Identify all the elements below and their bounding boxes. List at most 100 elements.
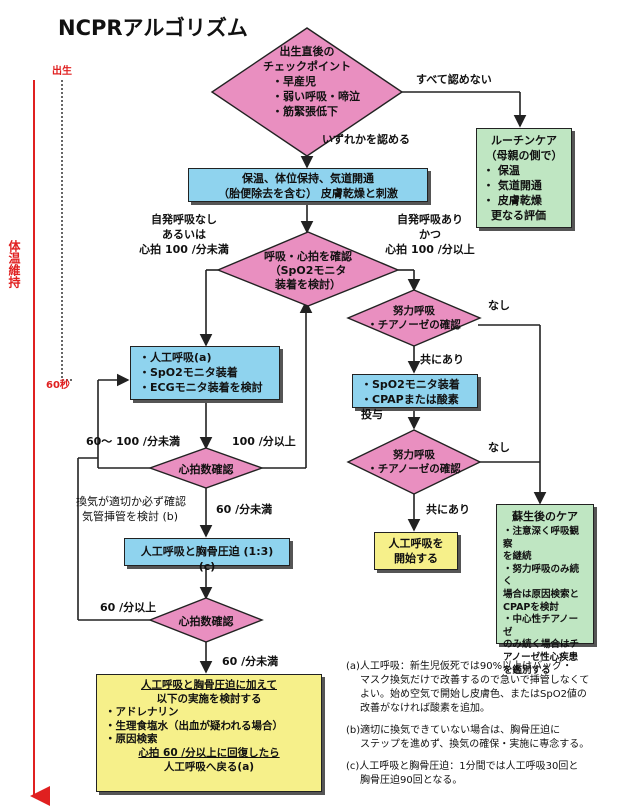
decision-hr-2 xyxy=(148,597,264,643)
ventilation-item3: ・ECGモニタ装着を検討 xyxy=(139,381,263,394)
checkpoint-text: 出生直後の チェックポイント xyxy=(232,44,382,74)
start-ventilation-1: 人工呼吸を xyxy=(388,537,444,550)
advanced-line4: 人工呼吸へ戻る(a) xyxy=(163,760,255,773)
label-100-up: 100 /分以上 xyxy=(232,435,296,448)
note-b-1: (b)適切に換気できていない場合は、胸骨圧迫に xyxy=(346,725,561,736)
note-b-2: ステップを進めず、換気の確保・実施に専念する。 xyxy=(360,739,590,750)
ventilation-item1: ・人工呼吸(a) xyxy=(139,351,212,364)
label-resp-2: かつ xyxy=(419,228,441,241)
ventilation-box: ・人工呼吸(a) ・SpO2モニタ装着 ・ECGモニタ装着を検討 xyxy=(130,346,280,400)
label-none-1: なし xyxy=(488,299,510,312)
initial-steps-line1: 保温、体位保持、気道開通 xyxy=(242,172,374,185)
timeline-temp: 体温維持 xyxy=(7,240,21,288)
start-ventilation-2: 開始する xyxy=(394,552,438,565)
check-resp-hr-2: （SpO2モニタ xyxy=(269,264,347,277)
decision-effort-cyanosis-2 xyxy=(346,429,482,495)
label-resp-3: 心拍 100 /分以上 xyxy=(385,243,475,256)
routine-sub: （母親の側で） xyxy=(485,149,563,162)
label-any: いずれかを認める xyxy=(322,133,410,146)
label-both-2: 共にあり xyxy=(426,503,470,516)
post-item7: のみ続く場合はチ xyxy=(503,639,580,651)
note-a-1: (a)人工呼吸：新生児仮死では90%以上はバッグ・ xyxy=(346,661,573,672)
post-item2: を継続 xyxy=(503,551,532,563)
advanced-item1: ・アドレナリン xyxy=(105,706,179,719)
checkpoint-items: ・早産児 ・弱い呼吸・啼泣 ・筋緊張低下 xyxy=(272,74,360,119)
label-vent-check: 換気が適切か必ず確認 気管挿管を検討 (b) xyxy=(76,494,186,524)
label-60-up: 60 /分以上 xyxy=(100,601,157,614)
effort-cyanosis-2-text: 努力呼吸 ・チアノーゼの確認 xyxy=(360,448,468,476)
check-resp-hr-3: 装着を検討） xyxy=(275,278,341,291)
effort-cyanosis-1-text: 努力呼吸 ・チアノーゼの確認 xyxy=(360,304,468,332)
post-item1: ・注意深く呼吸観察 xyxy=(503,526,580,550)
hr-check-1-text: 心拍数確認 xyxy=(178,463,234,476)
post-item5: CPAPを検討 xyxy=(503,601,559,613)
post-item8: アノーゼ性心疾患 xyxy=(503,651,579,663)
effort-1-line1: 努力呼吸 xyxy=(393,305,435,317)
routine-title: ルーチンケア xyxy=(491,134,557,147)
note-a-3: よい。始め空気で開始し皮膚色、またはSpO2値の xyxy=(360,689,587,700)
post-item9: を鑑別する xyxy=(503,664,551,676)
note-a-2: マスク換気だけで改善するので急いで挿管しなくて xyxy=(360,675,590,686)
post-item4: 場合は原因検索と xyxy=(503,588,580,600)
checkpoint-item1: ・早産児 xyxy=(272,75,316,88)
decision-checkpoint xyxy=(210,27,404,157)
note-a-4: 改善がなければ酸素を追加。 xyxy=(360,703,490,714)
checkpoint-item2: ・弱い呼吸・啼泣 xyxy=(272,90,360,103)
spo2-cpap-box: ・SpO2モニタ装着 ・CPAPまたは酸素投与 xyxy=(352,374,478,421)
note-a: (a)人工呼吸：新生児仮死では90%以上はバッグ・ マスク換気だけで改善するので… xyxy=(346,660,589,716)
post-resus-box: 蘇生後のケア ・注意深く呼吸観察 を継続 ・努力呼吸のみ続く 場合は原因検索と … xyxy=(496,504,594,676)
hr-check-2-text: 心拍数確認 xyxy=(178,615,234,628)
checkpoint-line2: チェックポイント xyxy=(263,60,351,73)
label-resp-1: 自発呼吸あり xyxy=(397,213,463,226)
page-title: NCPRアルゴリズム xyxy=(58,16,248,40)
check-resp-hr-text: 呼吸・心拍を確認 （SpO2モニタ 装着を検討） xyxy=(246,250,370,292)
label-none-all: すべて認めない xyxy=(416,73,492,86)
note-c-2: 胸骨圧迫90回となる。 xyxy=(360,775,463,786)
ventilation-compression-box: 人工呼吸と胸骨圧迫 (1:3) (c) xyxy=(124,538,290,573)
effort-1-line2: ・チアノーゼの確認 xyxy=(367,319,461,331)
advanced-steps-box: 人工呼吸と胸骨圧迫に加えて 以下の実施を検討する ・アドレナリン ・生理食塩水（… xyxy=(96,674,322,792)
effort-2-line1: 努力呼吸 xyxy=(393,449,435,461)
label-both-1: 共にあり xyxy=(420,353,464,366)
note-b: (b)適切に換気できていない場合は、胸骨圧迫に ステップを進めず、換気の確保・実… xyxy=(346,724,589,752)
decision-effort-cyanosis-1 xyxy=(346,289,482,347)
label-resp: 自発呼吸あり かつ 心拍 100 /分以上 xyxy=(380,212,480,257)
advanced-line1: 人工呼吸と胸骨圧迫に加えて xyxy=(141,679,277,691)
label-vent-check-1: 換気が適切か必ず確認 xyxy=(76,495,186,508)
spo2-cpap-item1: ・SpO2モニタ装着 xyxy=(361,378,460,391)
checkpoint-line1: 出生直後の xyxy=(279,45,335,58)
routine-care-box: ルーチンケア （母親の側で） ・ 保温 ・ 気道開通 ・ 皮膚乾燥 更なる評価 xyxy=(476,128,572,228)
label-no-resp-2: あるいは xyxy=(162,228,206,241)
initial-steps-line2: （胎便除去を含む） 皮膚乾燥と刺激 xyxy=(218,187,398,200)
label-60-100: 60～ 100 /分未満 xyxy=(86,435,180,448)
advanced-line3: 心拍 60 /分以上に回復したら xyxy=(138,746,280,759)
spo2-cpap-item2: ・CPAPまたは酸素投与 xyxy=(361,393,459,421)
label-60-under-1: 60 /分未満 xyxy=(216,503,273,516)
advanced-item3: ・原因検索 xyxy=(105,733,158,746)
routine-item1: ・ 保温 xyxy=(483,164,520,177)
label-no-resp-1: 自発呼吸なし xyxy=(151,213,217,226)
check-resp-hr-1: 呼吸・心拍を確認 xyxy=(264,250,352,263)
post-item6: ・中心性チアノーゼ xyxy=(503,614,579,638)
note-c-1: (c)人工呼吸と胸骨圧迫：1分間では人工呼吸30回と xyxy=(346,761,579,772)
advanced-line2: 以下の実施を検討する xyxy=(156,692,262,705)
post-item3: ・努力呼吸のみ続く xyxy=(503,563,580,588)
initial-steps-box: 保温、体位保持、気道開通 （胎便除去を含む） 皮膚乾燥と刺激 xyxy=(188,168,428,202)
note-c: (c)人工呼吸と胸骨圧迫：1分間では人工呼吸30回と 胸骨圧迫90回となる。 xyxy=(346,760,578,788)
decision-hr-1 xyxy=(147,447,265,489)
routine-item3: ・ 皮膚乾燥 xyxy=(483,194,542,207)
start-ventilation-box: 人工呼吸を 開始する xyxy=(374,532,458,570)
label-no-resp: 自発呼吸なし あるいは 心拍 100 /分未満 xyxy=(136,212,232,257)
label-60-under-2: 60 /分未満 xyxy=(222,655,279,668)
post-title: 蘇生後のケア xyxy=(512,510,578,523)
label-vent-check-2: 気管挿管を検討 (b) xyxy=(82,510,179,523)
ventilation-item2: ・SpO2モニタ装着 xyxy=(139,366,238,379)
routine-item2: ・ 気道開通 xyxy=(483,179,542,192)
timeline-birth: 出生 xyxy=(52,66,72,77)
checkpoint-item3: ・筋緊張低下 xyxy=(272,105,338,118)
routine-item4: 更なる評価 xyxy=(491,209,546,222)
label-none-2: なし xyxy=(488,441,510,454)
effort-2-line2: ・チアノーゼの確認 xyxy=(367,463,461,475)
label-no-resp-3: 心拍 100 /分未満 xyxy=(139,243,229,256)
